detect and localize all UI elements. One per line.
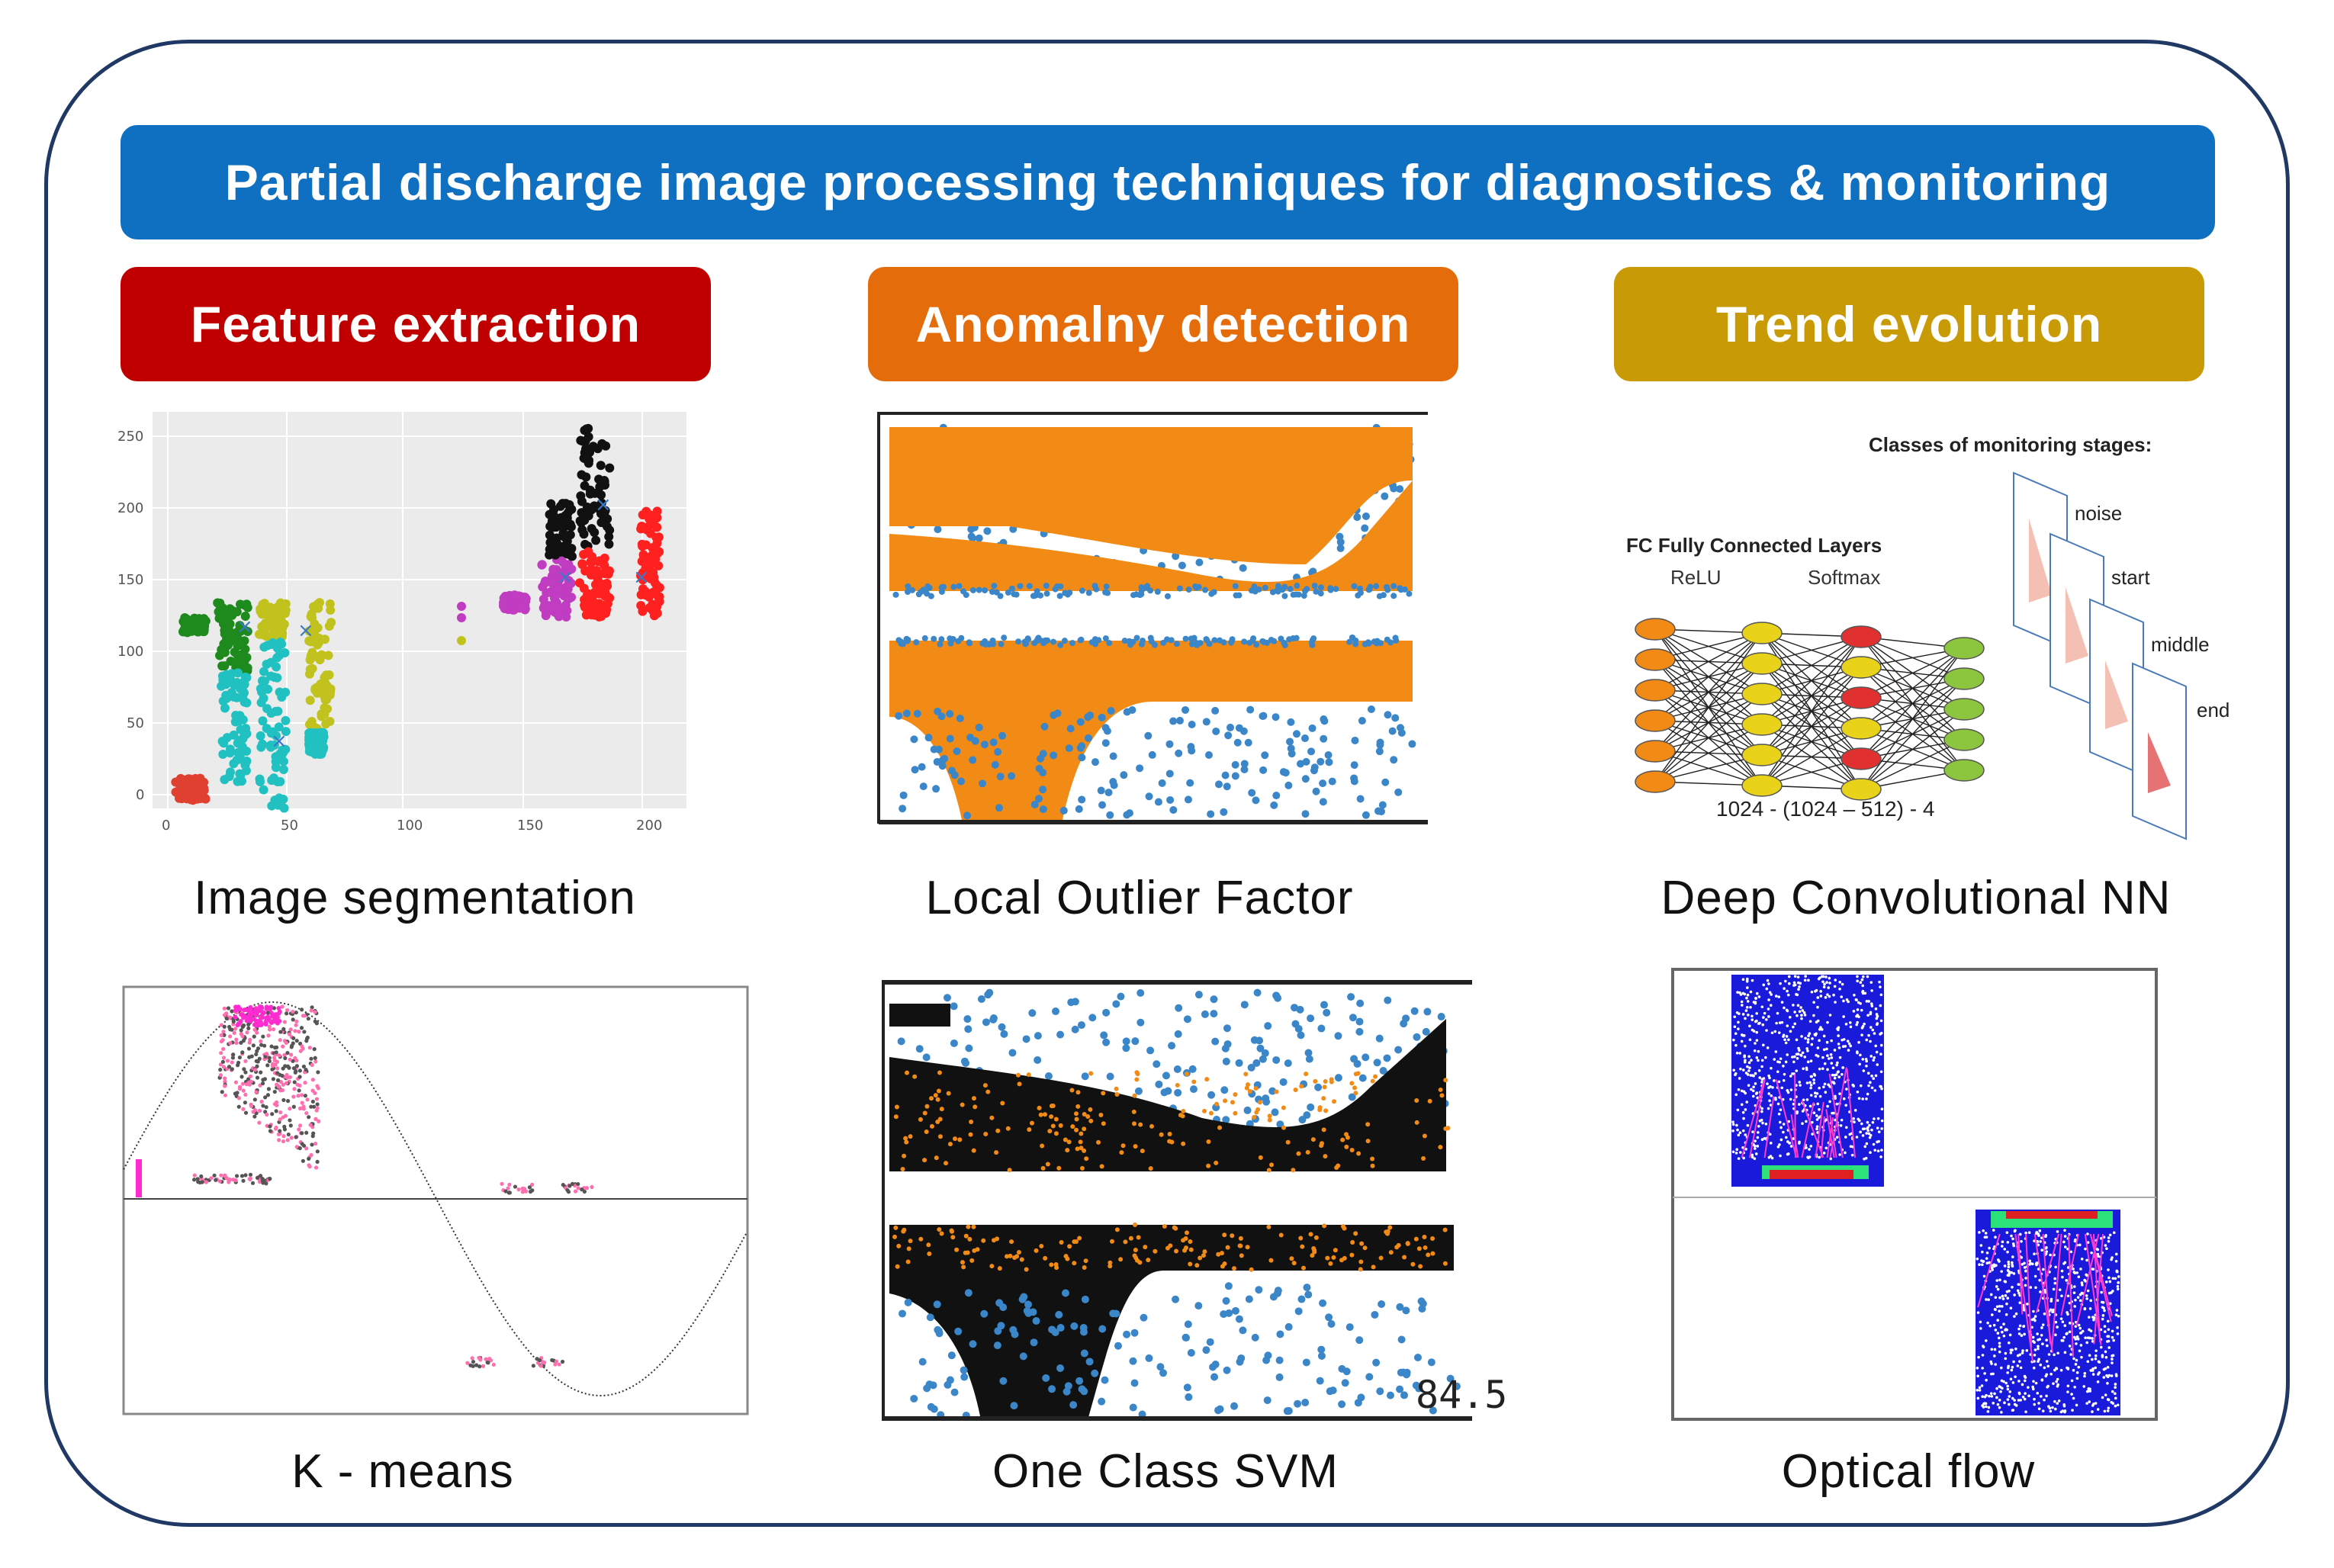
stage-middle: middle bbox=[2151, 633, 2210, 656]
y-tick: 100 bbox=[117, 644, 143, 660]
stage-noise: noise bbox=[2075, 502, 2122, 525]
one-class-svm-plot: 84.5 bbox=[882, 980, 1507, 1421]
kmeans-plot bbox=[121, 984, 751, 1419]
svm-value: 84.5 bbox=[1416, 1373, 1507, 1417]
svg-text:×: × bbox=[557, 566, 574, 589]
svg-text:×: × bbox=[236, 615, 253, 638]
y-tick: 50 bbox=[127, 715, 144, 731]
x-tick: 100 bbox=[397, 818, 423, 834]
caption-kmeans: K - means bbox=[291, 1445, 514, 1498]
y-tick: 150 bbox=[117, 572, 143, 588]
caption-image-segmentation: Image segmentation bbox=[194, 872, 636, 924]
x-tick: 200 bbox=[636, 818, 662, 834]
x-tick: 150 bbox=[517, 818, 543, 834]
x-tick: 0 bbox=[162, 818, 170, 834]
svg-text:×: × bbox=[595, 493, 612, 516]
caption-optical-flow: Optical flow bbox=[1781, 1445, 2036, 1498]
svg-text:×: × bbox=[633, 566, 650, 589]
category-anomaly-detection: Anomalny detection bbox=[868, 267, 1458, 381]
y-tick: 200 bbox=[117, 500, 143, 516]
classes-title: Classes of monitoring stages: bbox=[1869, 433, 2152, 456]
y-tick: 0 bbox=[136, 787, 144, 803]
optical-flow-plot bbox=[1670, 967, 2159, 1422]
category-feature-extraction: Feature extraction bbox=[121, 267, 711, 381]
local-outlier-factor-plot bbox=[877, 412, 1428, 824]
fc-title: FC Fully Connected Layers bbox=[1626, 534, 1882, 557]
svg-text:×: × bbox=[271, 730, 288, 753]
y-tick: 250 bbox=[117, 429, 143, 445]
stage-start: start bbox=[2111, 566, 2150, 589]
formula: 1024 - (1024 – 512) - 4 bbox=[1716, 797, 1934, 821]
softmax-label: Softmax bbox=[1808, 566, 1880, 589]
main-title: Partial discharge image processing techn… bbox=[121, 125, 2215, 239]
relu-label: ReLU bbox=[1670, 566, 1721, 589]
deep-cnn-diagram: Classes of monitoring stages: FC Fully C… bbox=[1587, 427, 2258, 885]
x-tick: 50 bbox=[281, 818, 298, 834]
caption-one-class-svm: One Class SVM bbox=[992, 1445, 1339, 1498]
caption-local-outlier-factor: Local Outlier Factor bbox=[925, 872, 1354, 924]
caption-deep-cnn: Deep Convolutional NN bbox=[1660, 872, 2172, 924]
category-trend-evolution: Trend evolution bbox=[1614, 267, 2204, 381]
outer-frame bbox=[44, 40, 2290, 1527]
stage-end: end bbox=[2197, 699, 2230, 721]
image-segmentation-plot: × × × × × × 250 200 150 100 50 0 0 50 100 150… bbox=[114, 412, 694, 839]
svg-text:×: × bbox=[297, 619, 314, 642]
